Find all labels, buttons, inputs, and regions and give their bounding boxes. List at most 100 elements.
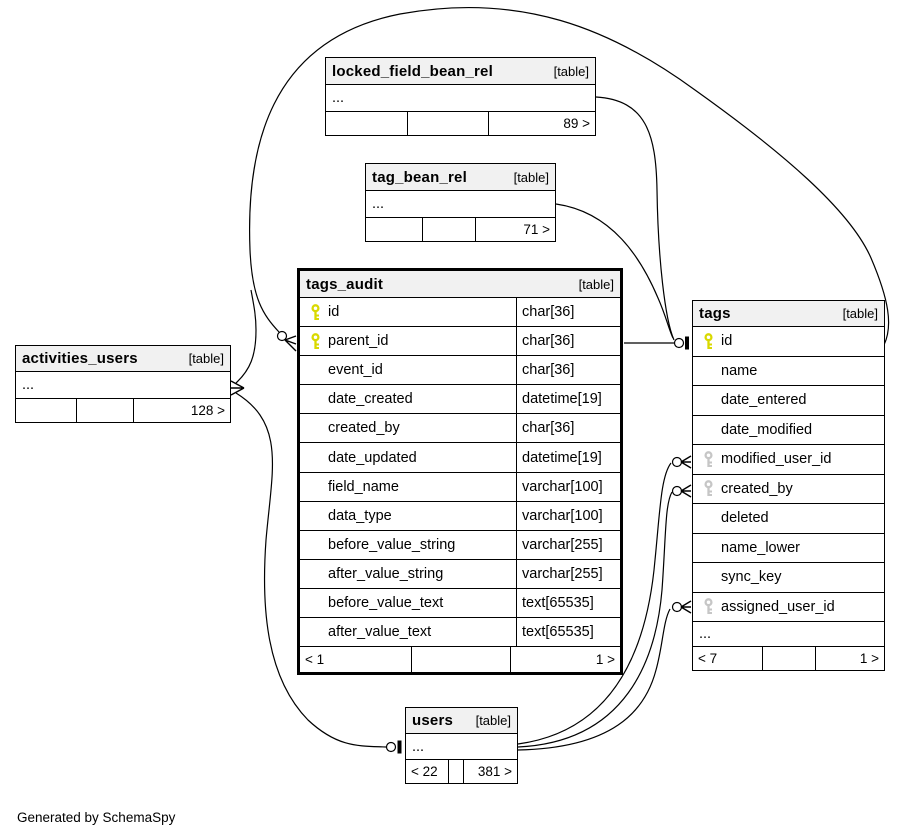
key-slot [307, 449, 324, 466]
edge-users-to-modified_user_id [517, 462, 672, 745]
foreign-key-icon [704, 480, 713, 497]
key-slot [307, 332, 324, 350]
column-row-parent_id[interactable]: parent_id char[36] [300, 327, 620, 357]
collapsed-columns-row: ... [406, 734, 517, 760]
column-row-date_entered[interactable]: date_entered [693, 386, 884, 416]
table-activities_users[interactable]: activities_users[table]...128 > [15, 345, 231, 423]
table-type-badge: [table] [475, 713, 511, 728]
collapsed-columns-ellipsis: ... [412, 738, 425, 755]
table-type-badge: [table] [842, 306, 878, 321]
column-row-modified_user_id[interactable]: modified_user_id [693, 445, 884, 475]
column-type: datetime[19] [516, 443, 620, 472]
edge-users-to-created_by [517, 491, 673, 748]
table-tag_bean_rel[interactable]: tag_bean_rel[table]...71 > [365, 163, 556, 242]
key-slot [307, 507, 324, 524]
edge-tag_bean_rel-to-tags-id [555, 203, 674, 339]
table-type-badge: [table] [513, 169, 549, 185]
key-slot [307, 624, 324, 641]
column-row-date_created[interactable]: date_created datetime[19] [300, 385, 620, 415]
column-name: ... [699, 626, 712, 642]
many-end-marker-created_by [671, 484, 692, 498]
column-name: parent_id [328, 333, 389, 350]
many-end-marker-assigned_user_id [671, 600, 692, 614]
column-name: after_value_text [328, 624, 432, 641]
column-row-id[interactable]: id [693, 327, 884, 357]
footer-parents-count: < 22 [406, 760, 449, 783]
footer-children-count: 1 > [595, 652, 615, 668]
edge-users-to-assigned_user_id [517, 608, 671, 751]
key-slot [307, 362, 324, 379]
table-locked_field_bean_rel[interactable]: locked_field_bean_rel [table]...89 > [325, 57, 596, 136]
collapsed-columns-row: ... [326, 85, 595, 112]
edge-activities_users-to-users [235, 392, 387, 748]
footer-spacer-cell [408, 112, 489, 135]
column-row-created_by[interactable]: created_by [693, 474, 884, 504]
column-name: created_by [721, 480, 793, 497]
column-row-date_modified[interactable]: date_modified [693, 415, 884, 445]
column-type: char[36] [516, 356, 620, 385]
column-name: date_modified [721, 421, 813, 438]
column-row-assigned_user_id[interactable]: assigned_user_id [693, 592, 884, 622]
column-name: sync_key [721, 569, 782, 586]
collapsed-columns-row: ... [366, 191, 555, 218]
column-name: deleted [721, 510, 769, 527]
column-type: datetime[19] [516, 385, 620, 414]
one-end-marker-tags-id [673, 336, 689, 350]
key-slot [700, 332, 717, 350]
table-type-badge: [table] [553, 63, 589, 79]
table-tags[interactable]: tags [table] id name date_entered date_modifi… [692, 300, 885, 671]
table-users[interactable]: users [table]... < 22 381 > [405, 707, 518, 784]
table-header: tags_audit [table] [300, 271, 620, 298]
column-row-data_type[interactable]: data_type varchar[100] [300, 501, 620, 531]
table-title[interactable]: tags_audit [306, 275, 384, 293]
footer-parents-count: < 1 [300, 647, 412, 673]
footer-children-count: 381 > [477, 764, 512, 779]
column-row-name[interactable]: name [693, 356, 884, 386]
column-name: before_value_text [328, 594, 444, 611]
primary-key-icon [311, 332, 320, 349]
table-type-badge: [table] [578, 276, 614, 292]
table-title[interactable]: users [412, 712, 454, 729]
column-name: date_created [328, 391, 413, 408]
edge-parent_id-to-tags-id-arc [248, 6, 890, 346]
table-title[interactable]: tags [699, 305, 731, 322]
table-title[interactable]: activities_users [22, 350, 138, 367]
column-row-sync_key[interactable]: sync_key [693, 563, 884, 593]
key-slot [700, 539, 717, 556]
table-header: tags [table] [693, 301, 884, 327]
column-type: char[36] [516, 327, 620, 356]
column-type: varchar[100] [516, 501, 620, 530]
column-row-ellipsis: ... [693, 622, 884, 647]
generator-note: Generated by SchemaSpy [17, 810, 176, 825]
table-title[interactable]: tag_bean_rel [372, 168, 467, 186]
column-name: data_type [328, 507, 392, 524]
footer-children-count: 128 > [190, 403, 225, 418]
column-row-name_lower[interactable]: name_lower [693, 533, 884, 563]
table-title[interactable]: locked_field_bean_rel [332, 62, 493, 80]
key-slot [700, 362, 717, 379]
key-slot [307, 391, 324, 408]
column-row-after_value_text[interactable]: after_value_text text[65535] [300, 618, 620, 648]
column-type: text[65535] [516, 618, 620, 647]
column-name: name [721, 362, 758, 379]
table-header: activities_users[table] [16, 346, 230, 372]
table-header: users [table] [406, 708, 517, 734]
table-footer: 89 > [326, 112, 595, 135]
foreign-key-icon [704, 598, 713, 615]
footer-children-count: 1 > [859, 651, 879, 666]
column-type: varchar[255] [516, 559, 620, 588]
footer-parents-count [366, 218, 423, 241]
column-row-deleted[interactable]: deleted [693, 504, 884, 534]
